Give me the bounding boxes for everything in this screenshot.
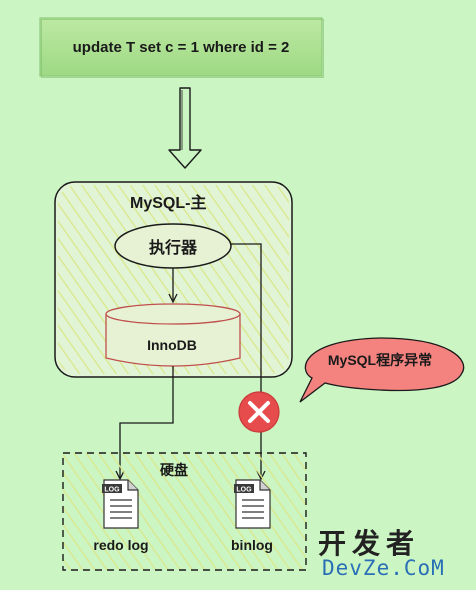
error-message: MySQL程序异常	[327, 352, 433, 368]
binlog-label: binlog	[231, 537, 273, 553]
mysql-node-title: MySQL-主	[130, 195, 207, 212]
binlog-file-icon: LOG	[234, 479, 271, 529]
redo-log-file-icon: LOG	[102, 479, 139, 529]
sql-statement-box	[39, 17, 324, 78]
error-x-icon	[238, 391, 280, 433]
error-speech-bubble	[299, 337, 465, 403]
flow-down-arrow	[168, 87, 202, 169]
innodb-cylinder	[105, 303, 241, 367]
binlog-tag: LOG	[236, 487, 252, 494]
watermark-bottom: DevZe.CoM	[322, 556, 445, 580]
redo-log-label: redo log	[93, 537, 149, 553]
arrow-executor-to-innodb	[168, 268, 178, 304]
sql-statement-text: update T set c = 1 where id = 2	[72, 38, 290, 56]
disk-title: 硬盘	[160, 462, 188, 478]
watermark-top: 开发者	[318, 527, 421, 560]
executor-label: 执行器	[148, 240, 197, 257]
innodb-label: InnoDB	[147, 337, 197, 353]
redo-log-tag: LOG	[104, 487, 120, 494]
